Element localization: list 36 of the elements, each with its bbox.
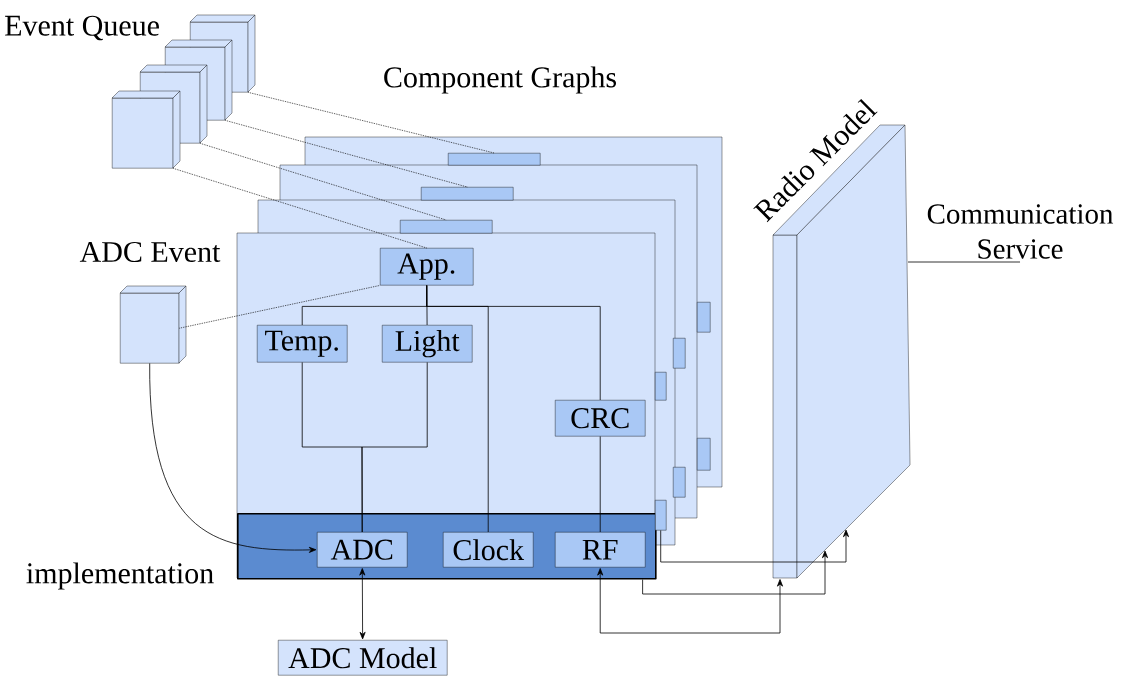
- arrow: [660, 529, 849, 563]
- model-box: ADC Model: [278, 640, 448, 676]
- component-bar: [448, 153, 541, 166]
- component-box: RF: [555, 532, 646, 568]
- component-box: Temp.: [257, 325, 348, 363]
- heading-label: Event Queue: [5, 15, 159, 41]
- heading-label: Component Graphs: [384, 66, 616, 94]
- dotted-line: [179, 285, 381, 329]
- side-label: implementation: [26, 562, 214, 590]
- component-box: ADC: [317, 532, 408, 568]
- port-marker: [697, 302, 711, 333]
- arrow: [149, 363, 317, 553]
- leader-line: [907, 261, 1021, 263]
- dotted-line: [225, 120, 468, 188]
- port-marker: [655, 500, 667, 531]
- connector-line: [361, 362, 428, 533]
- arrow: [642, 550, 828, 595]
- arrow: [359, 568, 366, 640]
- port-marker: [673, 467, 686, 498]
- cube-shape: [111, 90, 181, 169]
- component-box: App.: [380, 248, 474, 286]
- component-box: Clock: [443, 532, 534, 568]
- cube-shape: [119, 285, 187, 364]
- component-box: CRC: [555, 400, 646, 437]
- connector-line: [426, 285, 601, 401]
- arrow: [597, 568, 783, 634]
- component-box: Light: [382, 325, 473, 363]
- component-bar: [421, 187, 514, 201]
- port-marker: [697, 438, 711, 471]
- dotted-line: [200, 143, 447, 221]
- service-label: Communication Service: [927, 204, 1114, 259]
- port-marker: [673, 338, 686, 369]
- connector-line: [599, 436, 601, 533]
- cube-label: ADC Event: [79, 241, 221, 263]
- port-marker: [655, 372, 667, 401]
- component-bar: [400, 220, 493, 234]
